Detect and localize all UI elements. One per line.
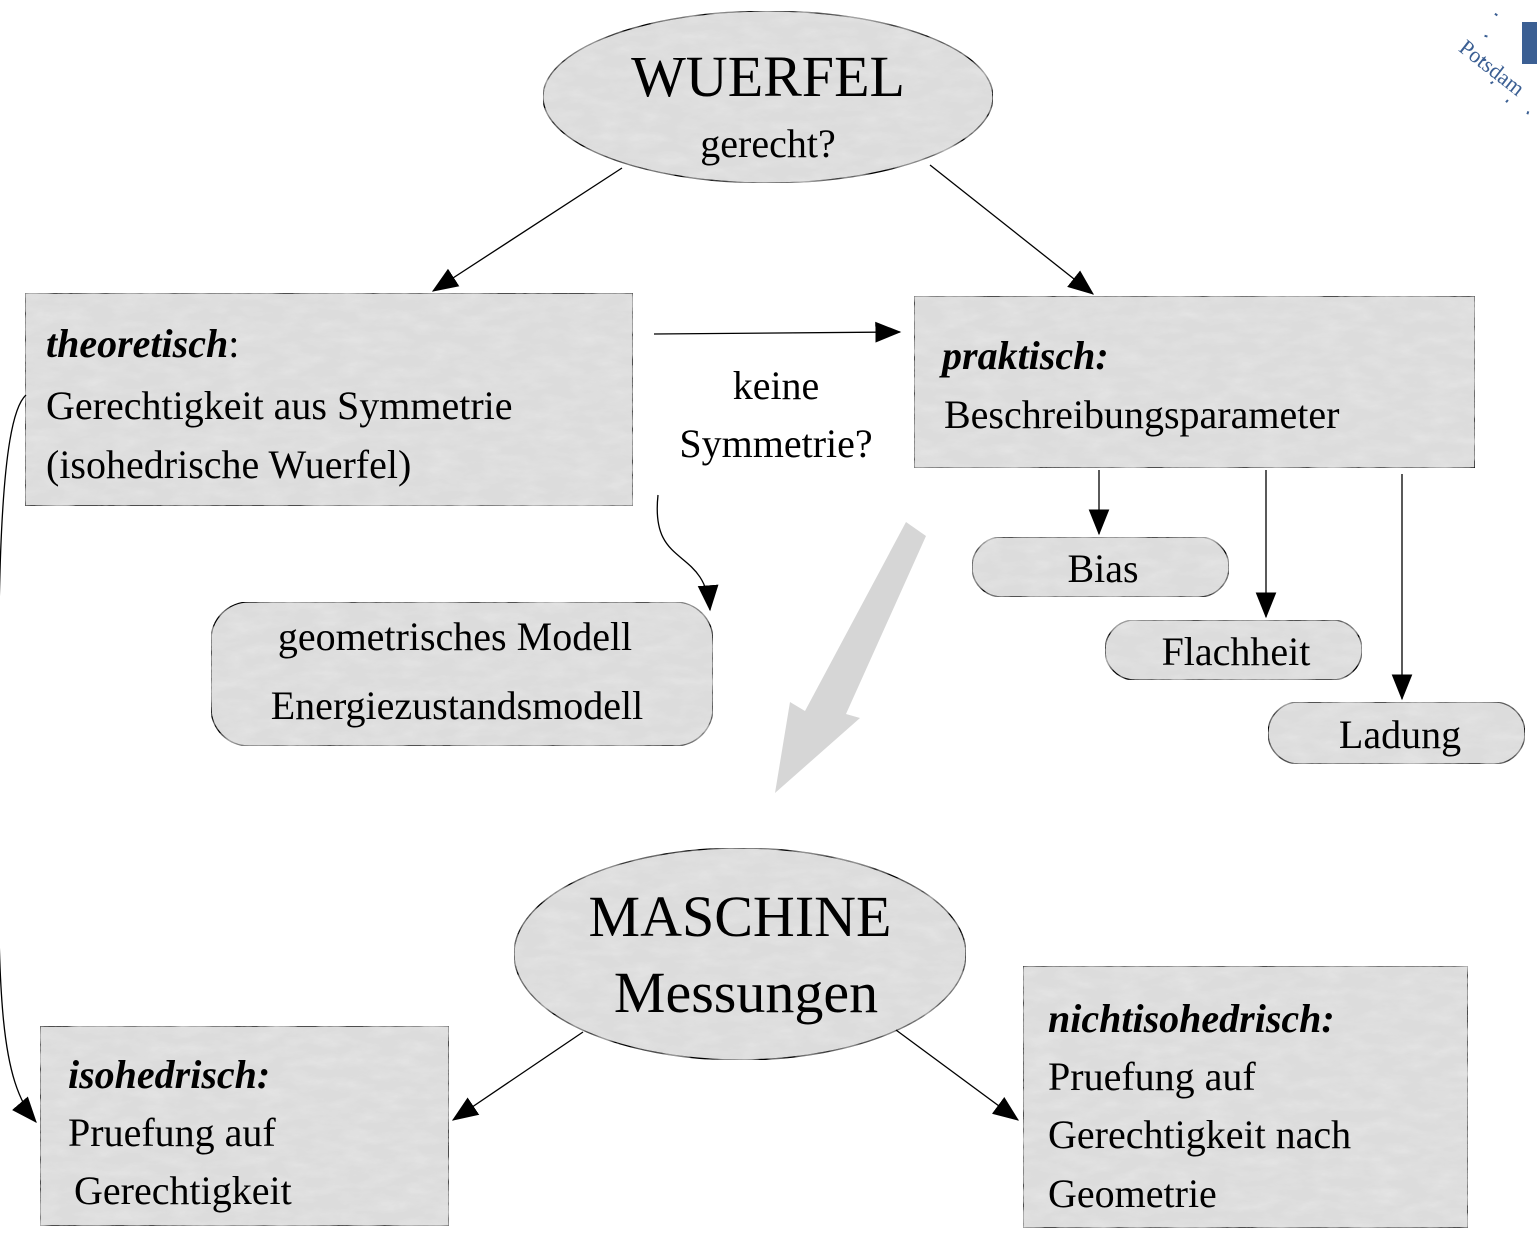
theoretisch-line2: (isohedrische Wuerfel) [46, 442, 411, 487]
symmetrie-label: Symmetrie? [679, 421, 872, 466]
maschine-subtitle: Messungen [614, 960, 878, 1025]
nichtisohedrisch-line2: Gerechtigkeit nach [1048, 1112, 1351, 1157]
nichtisohedrisch-line1: Pruefung auf [1048, 1054, 1256, 1099]
maschine-title: MASCHINE [589, 884, 892, 949]
ladung-pill [1267, 701, 1526, 765]
node-flachheit: Flachheit [1104, 619, 1363, 681]
node-praktisch: praktisch: Beschreibungsparameter [913, 295, 1476, 469]
edges [0, 164, 1413, 1123]
edge-label-keine-symmetrie: keine Symmetrie? [679, 363, 872, 466]
nichtisohedrisch-heading: nichtisohedrisch: [1048, 996, 1335, 1041]
edge-maschine-isohedrisch [451, 1031, 584, 1121]
edge-maschine-nichtisohedrisch [895, 1029, 1020, 1121]
bias-pill [971, 536, 1230, 598]
logo-text: Potsdam [1455, 34, 1530, 100]
isohedrisch-line2: Gerechtigkeit [74, 1168, 292, 1213]
node-modelle: geometrisches Modell Energiezustandsmode… [210, 601, 714, 747]
flachheit-pill [1104, 619, 1363, 681]
theoretisch-line1: Gerechtigkeit aus Symmetrie [46, 383, 513, 428]
flachheit-label: Flachheit [1162, 629, 1311, 674]
edge-theoretisch-isohedrisch [0, 394, 37, 1123]
nichtisohedrisch-box [1022, 965, 1469, 1229]
praktisch-heading: praktisch: [939, 333, 1109, 378]
theoretisch-heading-line: theoretisch: [46, 321, 239, 366]
theoretisch-box [24, 292, 634, 507]
isohedrisch-box [39, 1025, 450, 1227]
node-maschine: MASCHINE Messungen [513, 847, 967, 1061]
node-bias: Bias [971, 536, 1230, 598]
edge-wuerfel-theoretisch [431, 167, 623, 292]
node-wuerfel: WUERFEL gerecht? [542, 10, 994, 184]
node-isohedrisch: isohedrisch: Pruefung auf Gerechtigkeit [39, 1025, 450, 1227]
isohedrisch-heading: isohedrisch: [68, 1052, 270, 1097]
wuerfel-title: WUERFEL [631, 44, 905, 109]
big-down-arrow [775, 522, 926, 793]
theoretisch-heading-suffix: : [228, 321, 239, 366]
edge-wuerfel-praktisch [929, 164, 1095, 295]
wuerfel-ellipse [542, 10, 994, 184]
edge-theoretisch-praktisch [653, 321, 902, 343]
logo-emblem-icon [1522, 22, 1537, 64]
isohedrisch-line1: Pruefung auf [68, 1110, 276, 1155]
modelle-line2: Energiezustandsmodell [271, 683, 644, 728]
modelle-box [210, 601, 714, 747]
maschine-ellipse [513, 847, 967, 1061]
node-theoretisch: theoretisch: Gerechtigkeit aus Symmetrie… [24, 292, 634, 507]
edge-to-modelle [656, 494, 719, 612]
nichtisohedrisch-line3: Geometrie [1048, 1171, 1217, 1216]
node-nichtisohedrisch: nichtisohedrisch: Pruefung auf Gerechtig… [1022, 965, 1469, 1229]
node-ladung: Ladung [1267, 701, 1526, 765]
praktisch-box [913, 295, 1476, 469]
ladung-label: Ladung [1339, 712, 1461, 757]
modelle-line1: geometrisches Modell [278, 614, 632, 659]
keine-label: keine [733, 363, 820, 408]
university-logo: Potsdam [1455, 0, 1537, 117]
praktisch-line1: Beschreibungsparameter [944, 392, 1339, 437]
wuerfel-subtitle: gerecht? [700, 121, 835, 166]
theoretisch-heading: theoretisch [46, 321, 228, 366]
bias-label: Bias [1067, 546, 1138, 591]
